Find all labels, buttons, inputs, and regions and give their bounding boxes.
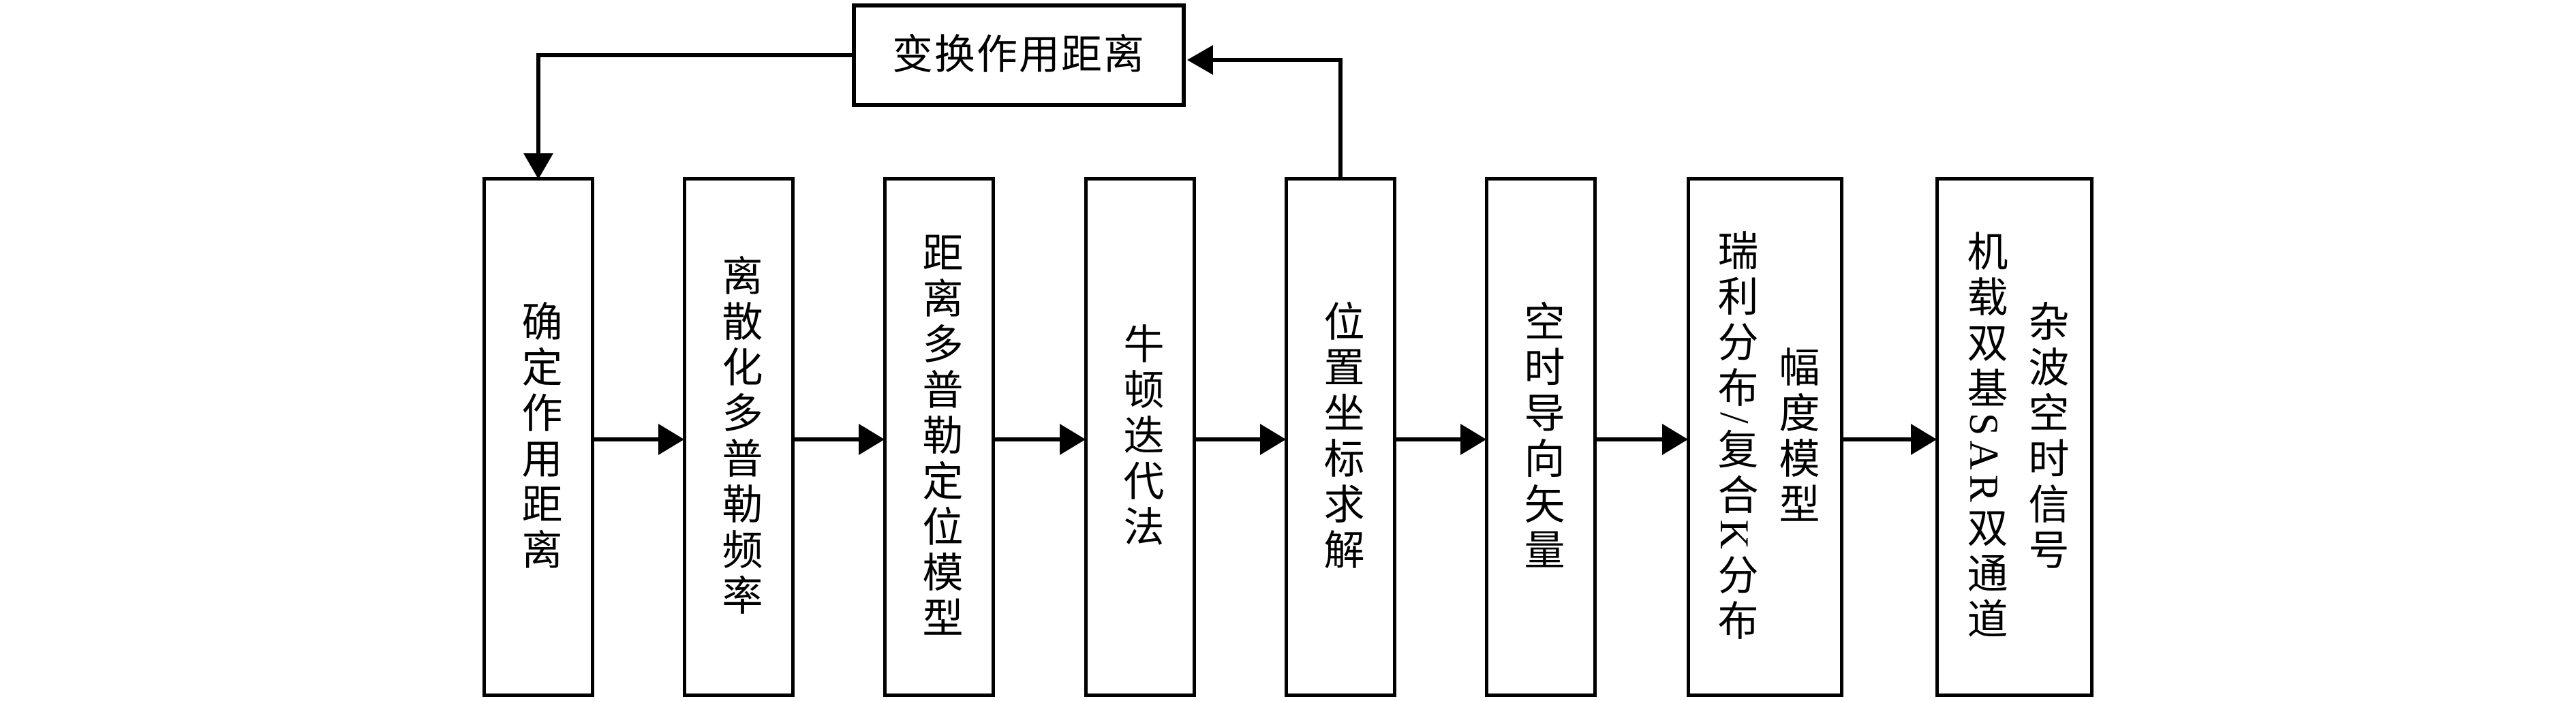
feedback-line-up-left [1213, 58, 1343, 178]
node-label-space-time-steering: 空时导向矢量 [1518, 300, 1563, 574]
flowchart-node-range-doppler-model: 距离多普勒定位模型 [883, 177, 995, 697]
flowchart-node-amplitude-model: 幅度模型 瑞利分布/复合K分布 [1687, 177, 1843, 697]
arrow-determine-to-discretize [594, 424, 684, 455]
arrowhead-right-icon [1662, 424, 1688, 455]
arrow-newton-to-position [1196, 424, 1286, 455]
feedback-line-left-down [536, 53, 852, 155]
arrowhead-right-icon [1060, 424, 1086, 455]
node-label-amplitude-model: 幅度模型 瑞利分布/复合K分布 [1712, 229, 1818, 645]
arrowhead-right-icon [1460, 424, 1486, 455]
flowchart-node-transform-range: 变换作用距离 [852, 3, 1186, 107]
node-label-range-doppler-model: 距离多普勒定位模型 [917, 232, 962, 642]
node-label-position-solve: 位置坐标求解 [1318, 300, 1363, 574]
arrow-discretize-to-rd-model [795, 424, 885, 455]
arrow-position-to-steering [1396, 424, 1486, 455]
node-label-discretize-doppler: 离散化多普勒频率 [716, 254, 761, 620]
arrowhead-right-icon [859, 424, 885, 455]
arrowhead-right-icon [1260, 424, 1286, 455]
arrowhead-left-icon [1187, 45, 1213, 75]
flowchart-node-space-time-steering: 空时导向矢量 [1485, 177, 1597, 697]
node-label-newton-iteration: 牛顿迭代法 [1118, 323, 1163, 551]
node-label-clutter-signal: 杂波空时信号 机载双基SAR双通道 [1961, 230, 2068, 644]
flowchart-node-discretize-doppler: 离散化多普勒频率 [683, 177, 795, 697]
flowchart-node-position-solve: 位置坐标求解 [1285, 177, 1396, 697]
arrowhead-down-icon [523, 153, 553, 179]
arrowhead-right-icon [1911, 424, 1937, 455]
arrow-feedback-position-to-transform [1187, 45, 1343, 178]
flowchart-node-clutter-signal: 杂波空时信号 机载双基SAR双通道 [1935, 177, 2094, 697]
arrow-amplitude-to-clutter [1843, 424, 1937, 455]
node-label-transform-range: 变换作用距离 [892, 33, 1146, 78]
node-label-determine-range: 确定作用距离 [516, 300, 561, 574]
arrow-rd-model-to-newton [995, 424, 1086, 455]
arrowhead-right-icon [658, 424, 684, 455]
flowchart-node-determine-range: 确定作用距离 [482, 177, 594, 697]
flowchart-node-newton-iteration: 牛顿迭代法 [1084, 177, 1196, 697]
arrow-steering-to-amplitude [1597, 424, 1688, 455]
arrow-feedback-transform-to-determine [523, 53, 852, 179]
